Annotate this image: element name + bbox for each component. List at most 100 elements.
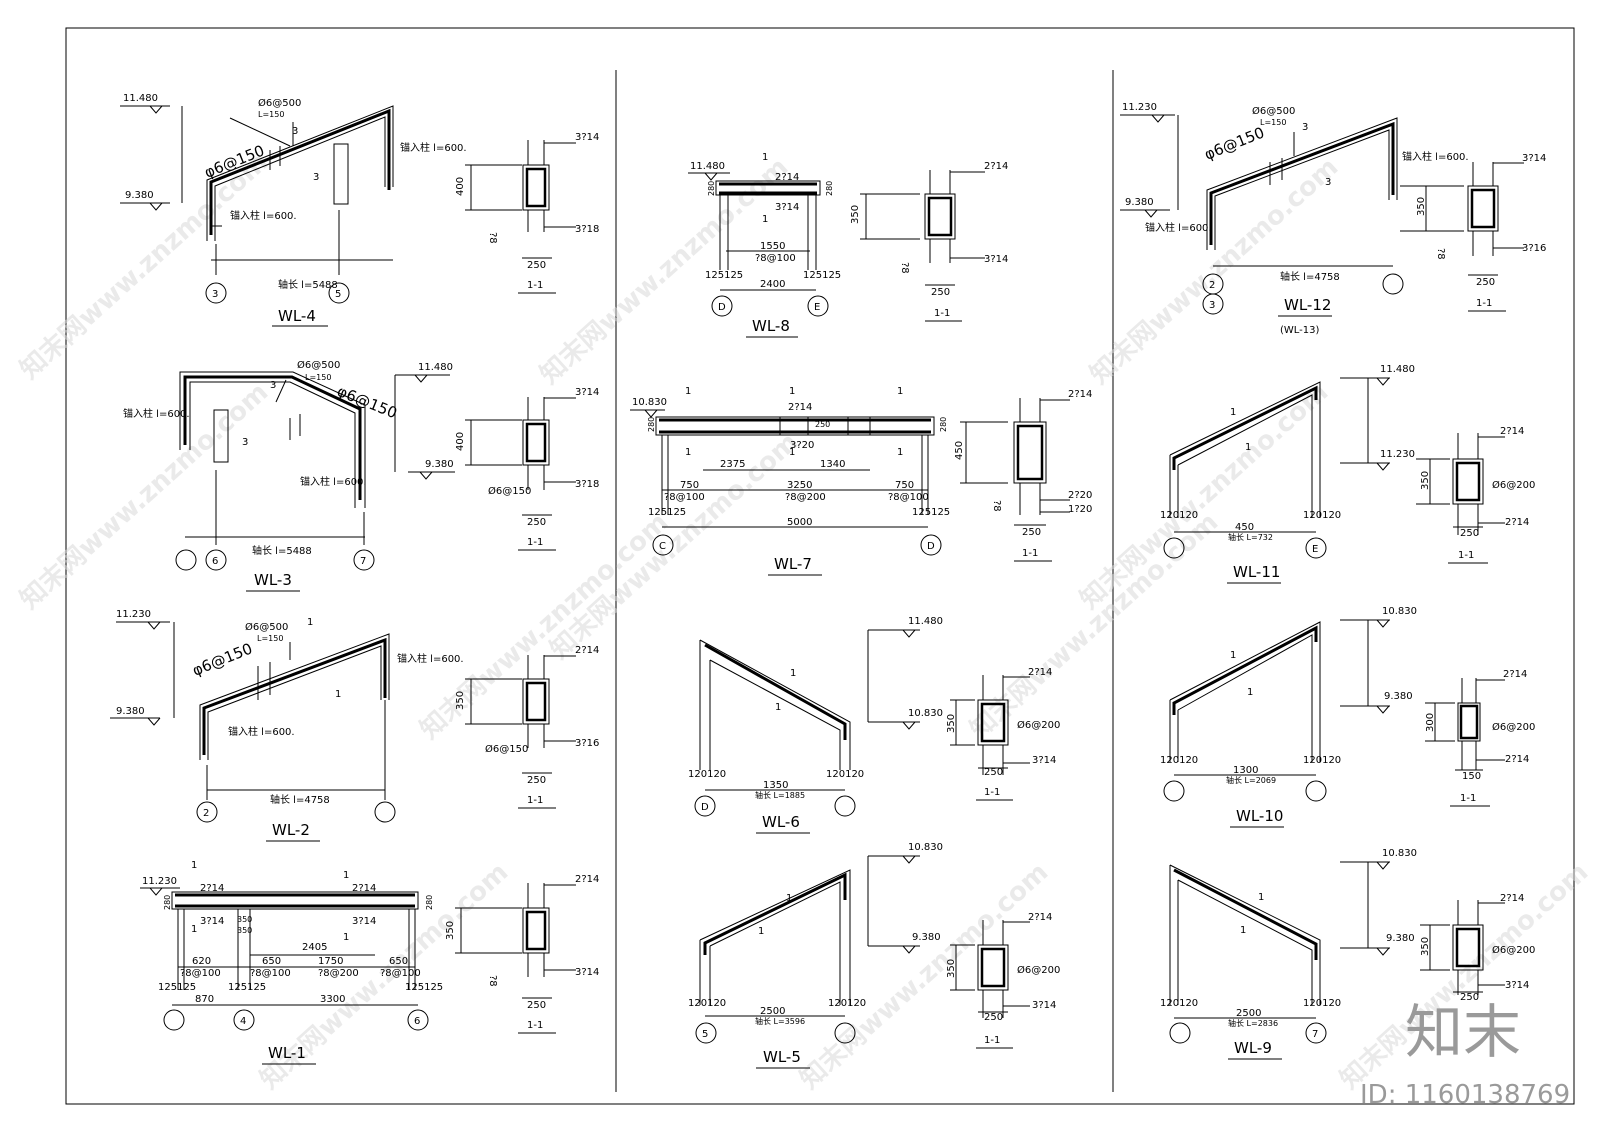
- svg-text:1-1: 1-1: [527, 1020, 543, 1031]
- svg-text:轴长 l=5488: 轴长 l=5488: [252, 544, 312, 557]
- svg-text:1-1: 1-1: [527, 537, 543, 548]
- svg-text:1?20: 1?20: [1068, 504, 1092, 515]
- svg-text:620: 620: [192, 956, 211, 967]
- svg-text:3250: 3250: [787, 480, 812, 491]
- svg-text:3?14: 3?14: [775, 202, 799, 213]
- svg-text:350: 350: [1420, 937, 1431, 956]
- svg-text:锚入柱 l=600.: 锚入柱 l=600.: [300, 475, 367, 488]
- svg-text:3?14: 3?14: [1032, 1000, 1056, 1011]
- svg-text:11.480: 11.480: [908, 616, 943, 627]
- svg-text:3?20: 3?20: [790, 440, 814, 451]
- svg-text:?8: ?8: [991, 500, 1002, 512]
- beam-wl8: 11.480 280 280 1 1 2?14 3?14 1550 ?8@100…: [688, 152, 1008, 338]
- svg-text:WL-12: WL-12: [1284, 296, 1331, 314]
- svg-text:2?14: 2?14: [575, 645, 599, 656]
- svg-text:Ø6@500: Ø6@500: [245, 621, 288, 633]
- svg-text:Ø6@200: Ø6@200: [1492, 479, 1535, 491]
- svg-text:250: 250: [815, 420, 830, 429]
- svg-text:1-1: 1-1: [984, 1035, 1000, 1046]
- beam-wl9: 10.830 9.380 1 1 120120 120120 2500 轴长 L…: [1160, 848, 1535, 1060]
- watermark-id: ID: 1160138769: [1360, 1080, 1570, 1110]
- svg-text:1: 1: [343, 932, 349, 943]
- svg-text:WL-9: WL-9: [1234, 1039, 1272, 1057]
- svg-text:WL-3: WL-3: [254, 571, 292, 589]
- svg-text:2: 2: [1209, 280, 1215, 291]
- svg-text:WL-8: WL-8: [752, 317, 790, 335]
- svg-text:D: D: [701, 802, 709, 813]
- svg-text:1-1: 1-1: [527, 280, 543, 291]
- svg-text:2?14: 2?14: [1028, 912, 1052, 923]
- svg-text:3: 3: [313, 172, 319, 183]
- svg-text:11.480: 11.480: [418, 362, 453, 373]
- svg-text:WL-11: WL-11: [1233, 563, 1280, 581]
- svg-text:5: 5: [335, 289, 341, 300]
- svg-text:φ6@150: φ6@150: [1202, 123, 1267, 163]
- svg-text:280: 280: [425, 895, 434, 910]
- svg-text:?8: ?8: [487, 975, 498, 987]
- svg-text:Ø6@200: Ø6@200: [1017, 719, 1060, 731]
- svg-text:1: 1: [1247, 687, 1253, 698]
- svg-text:250: 250: [527, 517, 546, 528]
- beam-wl5: 10.830 9.380 1 1 120120 120120 2500 轴长 L…: [688, 842, 1060, 1069]
- svg-text:10.830: 10.830: [908, 708, 943, 719]
- svg-text:250: 250: [984, 767, 1003, 778]
- svg-text:1: 1: [343, 870, 349, 881]
- svg-text:1: 1: [762, 214, 768, 225]
- svg-text:7: 7: [1312, 1029, 1318, 1040]
- svg-text:2405: 2405: [302, 942, 327, 953]
- svg-text:120120: 120120: [1160, 510, 1198, 521]
- svg-text:1: 1: [191, 860, 197, 871]
- svg-text:1: 1: [789, 447, 795, 458]
- svg-text:450: 450: [1235, 522, 1254, 533]
- svg-text:轴长 L=2069: 轴长 L=2069: [1226, 775, 1276, 785]
- svg-text:2?14: 2?14: [575, 874, 599, 885]
- svg-text:1: 1: [685, 447, 691, 458]
- svg-text:3?16: 3?16: [1522, 243, 1546, 254]
- svg-text:C: C: [659, 541, 666, 552]
- svg-text:知末网www.znzmo.com: 知末网www.znzmo.com: [15, 147, 275, 385]
- svg-text:125125: 125125: [912, 507, 950, 518]
- svg-text:3?14: 3?14: [1522, 153, 1546, 164]
- svg-text:WL-7: WL-7: [774, 555, 812, 573]
- svg-text:锚入柱 l=600.: 锚入柱 l=600.: [1145, 221, 1212, 234]
- svg-text:L=150: L=150: [1260, 118, 1286, 127]
- svg-text:125125: 125125: [158, 982, 196, 993]
- svg-text:2?14: 2?14: [352, 883, 376, 894]
- svg-text:?8@100: ?8@100: [755, 253, 796, 264]
- svg-text:锚入柱 l=600.: 锚入柱 l=600.: [1402, 150, 1469, 163]
- svg-text:轴长 L=3596: 轴长 L=3596: [755, 1016, 805, 1026]
- svg-text:280: 280: [647, 417, 656, 432]
- svg-text:120120: 120120: [1160, 755, 1198, 766]
- svg-text:250: 250: [1460, 528, 1479, 539]
- svg-text:350: 350: [445, 921, 456, 940]
- svg-text:350: 350: [946, 959, 957, 978]
- beam-wl7: 10.830 280 280 1 1 1 1 1 1 2?14 3?20 250…: [630, 386, 1092, 576]
- svg-text:L=150: L=150: [257, 634, 283, 643]
- svg-text:3: 3: [212, 289, 218, 300]
- svg-text:E: E: [814, 302, 820, 313]
- svg-text:轴长 L=2836: 轴长 L=2836: [1228, 1018, 1278, 1028]
- svg-text:2?14: 2?14: [1505, 754, 1529, 765]
- svg-text:350: 350: [1420, 471, 1431, 490]
- svg-text:11.230: 11.230: [1122, 102, 1157, 113]
- svg-text:250: 250: [527, 775, 546, 786]
- svg-text:锚入柱 l=600.: 锚入柱 l=600.: [397, 652, 464, 665]
- svg-text:3?18: 3?18: [575, 224, 599, 235]
- svg-text:1: 1: [789, 386, 795, 397]
- svg-text:(WL-13): (WL-13): [1280, 325, 1320, 336]
- svg-text:120120: 120120: [828, 998, 866, 1009]
- svg-text:D: D: [718, 302, 726, 313]
- svg-text:1340: 1340: [820, 459, 845, 470]
- svg-text:1: 1: [1240, 925, 1246, 936]
- beam-wl1: 11.230 280 280 1 1 1 1 2?14 2?14 3?14 3?…: [140, 860, 599, 1065]
- svg-text:120120: 120120: [1303, 998, 1341, 1009]
- svg-text:11.230: 11.230: [116, 609, 151, 620]
- svg-text:Ø6@200: Ø6@200: [1492, 721, 1535, 733]
- svg-text:?8@200: ?8@200: [318, 968, 359, 979]
- svg-text:150: 150: [1462, 771, 1481, 782]
- svg-text:WL-2: WL-2: [272, 821, 310, 839]
- svg-text:WL-6: WL-6: [762, 813, 800, 831]
- svg-text:11.230: 11.230: [1380, 449, 1415, 460]
- svg-text:轴长 l=4758: 轴长 l=4758: [1280, 270, 1340, 283]
